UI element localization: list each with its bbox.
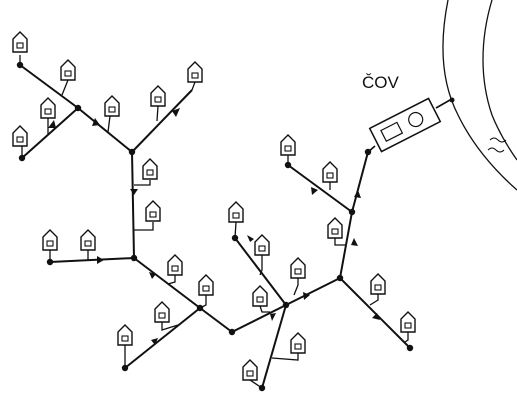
house-icon <box>280 134 296 156</box>
house-icon <box>12 31 28 53</box>
sewer-pipes <box>19 64 411 389</box>
river <box>442 0 517 191</box>
house-icon <box>117 324 133 346</box>
treatment-plant-label: ČOV <box>362 73 400 92</box>
house-icon <box>322 161 338 183</box>
house-icon <box>154 301 170 323</box>
house-icon <box>228 201 244 223</box>
flow-arrows <box>48 108 380 345</box>
house-icon <box>80 229 96 251</box>
house-icon <box>167 254 183 276</box>
house-icon <box>60 59 76 81</box>
house-icon <box>254 234 270 256</box>
house-icon <box>42 229 58 251</box>
house-icon <box>40 97 56 119</box>
house-icon <box>150 85 166 107</box>
house-icon <box>145 200 161 222</box>
house-icon <box>252 285 268 307</box>
house-icon <box>400 311 416 333</box>
house-icon <box>187 61 203 83</box>
junction-nodes <box>16 61 414 392</box>
treatment-plant: ČOV <box>362 73 455 153</box>
house-icon <box>327 217 343 239</box>
houses <box>12 31 416 381</box>
house-icon <box>12 125 28 147</box>
house-icon <box>290 257 306 279</box>
treatment-plant-icon <box>368 97 442 153</box>
house-icon <box>290 332 306 354</box>
house-icon <box>198 274 214 296</box>
house-icon <box>104 95 120 117</box>
house-icon <box>370 273 386 295</box>
river-icon <box>487 137 507 153</box>
house-icon <box>142 158 158 180</box>
house-icon <box>242 359 258 381</box>
